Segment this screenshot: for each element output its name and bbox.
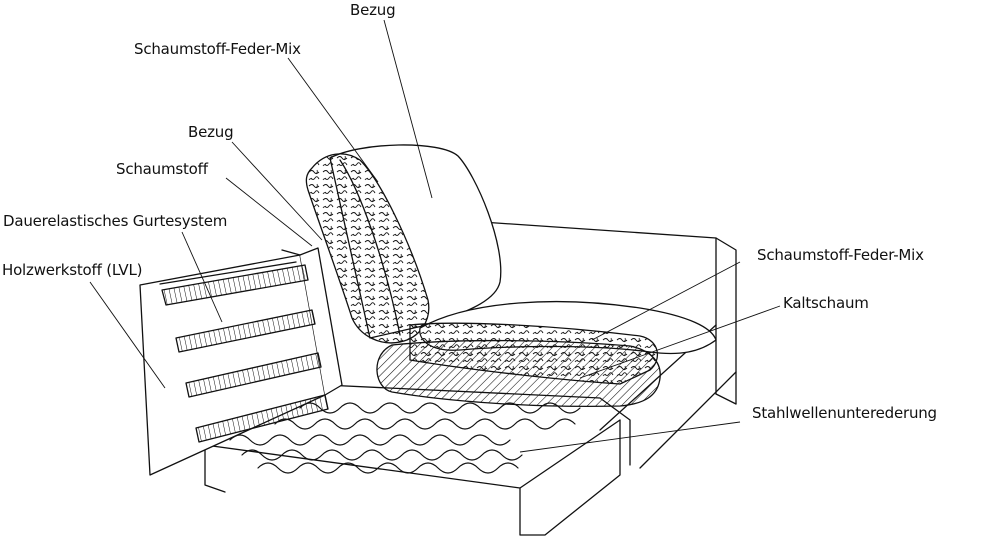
label-bezug-left: Bezug [188,123,234,141]
cold-foam-core [376,339,661,408]
leader-feder-mix-left [287,57,379,183]
steel-wave-springs [229,402,581,474]
leader-bezug-left [231,141,323,241]
leader-feder-mix-right [591,261,741,341]
label-schaumstoff: Schaumstoff [116,160,208,178]
leader-stahlwellen [519,421,741,453]
label-schaumstoff-feder-mix-left: Schaumstoff-Feder-Mix [134,40,301,58]
label-gurtesystem: Dauerelastisches Gurtesystem [3,212,228,230]
leader-lines [89,19,781,453]
leader-holzwerkstoff [89,281,166,389]
belt-boards [161,264,329,443]
label-holzwerkstoff: Holzwerkstoff (LVL) [2,261,143,279]
leader-gurtesystem [181,231,223,323]
leader-bezug-top [383,19,433,199]
leader-schaumstoff [225,177,313,247]
label-bezug-top: Bezug [350,1,396,19]
label-kaltschaum: Kaltschaum [783,294,869,312]
back-cushion [305,144,502,344]
label-schaumstoff-feder-mix-right: Schaumstoff-Feder-Mix [757,246,924,264]
leader-kaltschaum [579,305,781,379]
label-stahlwellen: Stahlwellenunterederung [752,404,937,422]
